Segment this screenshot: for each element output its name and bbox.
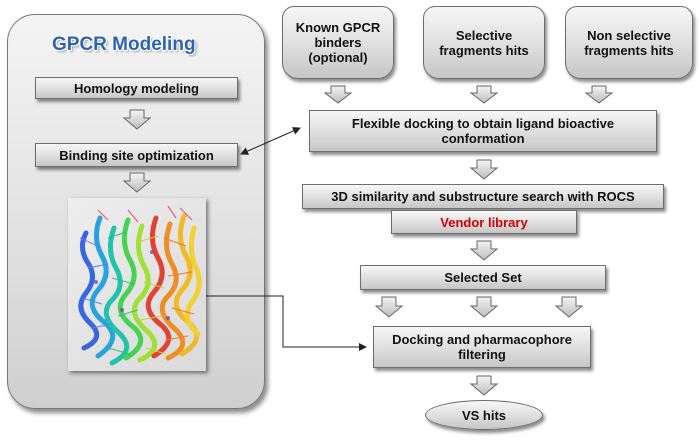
docking-filtering-label: Docking and pharmacophore filtering [392,332,572,362]
non-selective-fragments-label: Non selective fragments hits [584,27,674,58]
rocs-search-box: 3D similarity and substructure search wi… [302,184,664,209]
binding-site-label: Binding site optimization [59,147,214,163]
block-arrow-homology-to-binding [122,109,152,130]
vendor-library-box: Vendor library [391,210,577,234]
selected-set-box: Selected Set [360,265,606,290]
flexible-docking-label: Flexible docking to obtain ligand bioact… [351,116,615,146]
block-arrow-selective-down [469,85,499,104]
binding-site-optimization-box: Binding site optimization [35,143,238,167]
block-arrow-selected-left [374,296,404,318]
vs-hits-oval: VS hits [425,400,543,430]
non-selective-fragments-box: Non selective fragments hits [565,6,693,79]
protein-ribbon-drawing [78,205,202,366]
known-binders-label: Known GPCR binders (optional) [295,20,381,65]
block-arrow-selected-right [554,296,584,318]
block-arrow-vendor-to-selected [469,240,499,261]
selective-fragments-box: Selective fragments hits [423,6,545,79]
block-arrow-known-binders-down [323,85,353,104]
homology-modeling-box: Homology modeling [35,77,238,99]
block-arrow-binding-to-structure [122,172,152,193]
selective-fragments-label: Selective fragments hits [439,27,529,58]
gpcr-protein-structure-image [68,198,206,371]
homology-modeling-label: Homology modeling [74,80,199,96]
connector-binding-to-docking [240,127,301,155]
vs-hits-label: VS hits [461,407,507,423]
connector-structure-to-filtering [206,295,367,351]
selected-set-label: Selected Set [444,270,522,285]
block-arrow-docking-to-rocs [469,159,499,180]
rocs-search-label: 3D similarity and substructure search wi… [331,189,635,204]
known-gpcr-binders-box: Known GPCR binders (optional) [282,6,394,79]
vendor-library-label: Vendor library [440,214,528,230]
panel-title: GPCR Modeling [52,34,196,55]
block-arrow-nonselective-down [584,85,614,104]
flexible-docking-box: Flexible docking to obtain ligand bioact… [309,110,657,152]
block-arrow-filtering-to-vshits [469,375,499,396]
docking-filtering-box: Docking and pharmacophore filtering [373,326,591,368]
block-arrow-selected-center [469,296,499,318]
